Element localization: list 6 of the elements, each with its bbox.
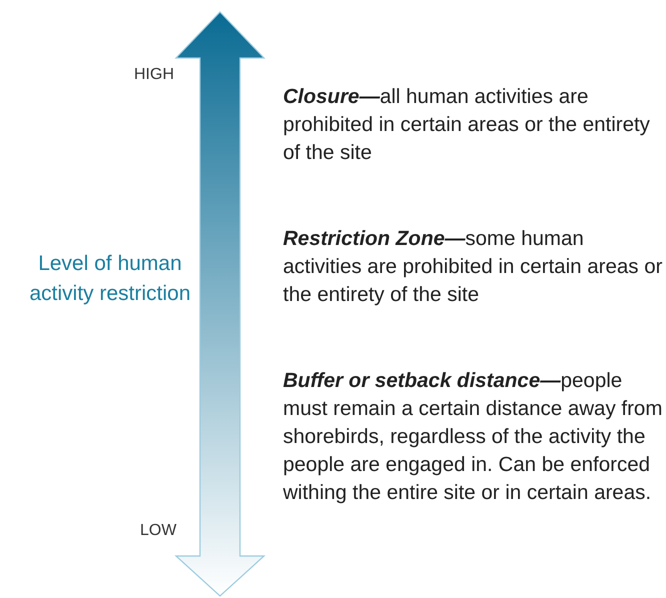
axis-label: Level of human activity restriction [28,251,192,307]
scale-end-label: LOW [140,522,176,540]
description-text: Restriction Zone—some human activities are prohibited in certain areas or the entirety of the site [283,226,663,308]
scale-end-label: HIGH [134,66,174,84]
description-text: Buffer or setback distance—people must remain a certain distance away from shorebirds, regardless of the activity the people are engaged in. Can be enforced withing the entire site or in certain areas. [283,368,663,506]
description-text: Closure—all human activities are prohibited in certain areas or the entirety of the site [283,84,651,166]
